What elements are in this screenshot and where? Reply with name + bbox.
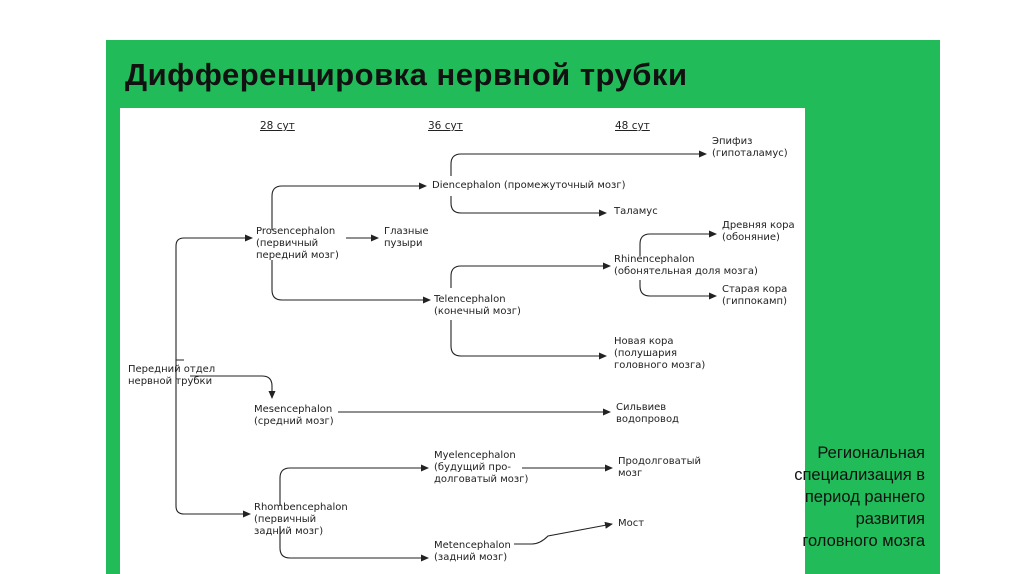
day-label-36: 36 сут: [428, 120, 463, 132]
node-pons: Мост: [618, 518, 645, 529]
day-label-48: 48 сут: [615, 120, 650, 132]
node-old-cortex: Старая кора(гиппокамп): [722, 284, 788, 307]
node-telencephalon: Telencephalon(конечный мозг): [434, 294, 521, 317]
node-myelencephalon: Myelencephalon(будущий про-долговатый мо…: [434, 450, 529, 485]
regional-specialization-note: Региональная специализация в период ранн…: [794, 444, 925, 550]
node-ancient-cortex: Древняя кора(обоняние): [722, 220, 795, 243]
connector-lines: [175, 150, 717, 562]
slide-title: Дифференцировка нервной трубки: [125, 57, 688, 92]
day-label-28: 28 сут: [260, 120, 295, 132]
node-metencephalon: Metencephalon(задний мозг): [434, 540, 511, 563]
node-epiphysis: Эпифиз(гипоталамус): [712, 136, 788, 159]
node-rhinencephalon: Rhinencephalon(обонятельная доля мозга): [614, 254, 758, 277]
node-diencephalon: Diencephalon (промежуточный мозг): [432, 180, 626, 191]
node-thalamus: Таламус: [614, 206, 658, 217]
node-mesencephalon: Mesencephalon(средний мозг): [254, 404, 334, 427]
